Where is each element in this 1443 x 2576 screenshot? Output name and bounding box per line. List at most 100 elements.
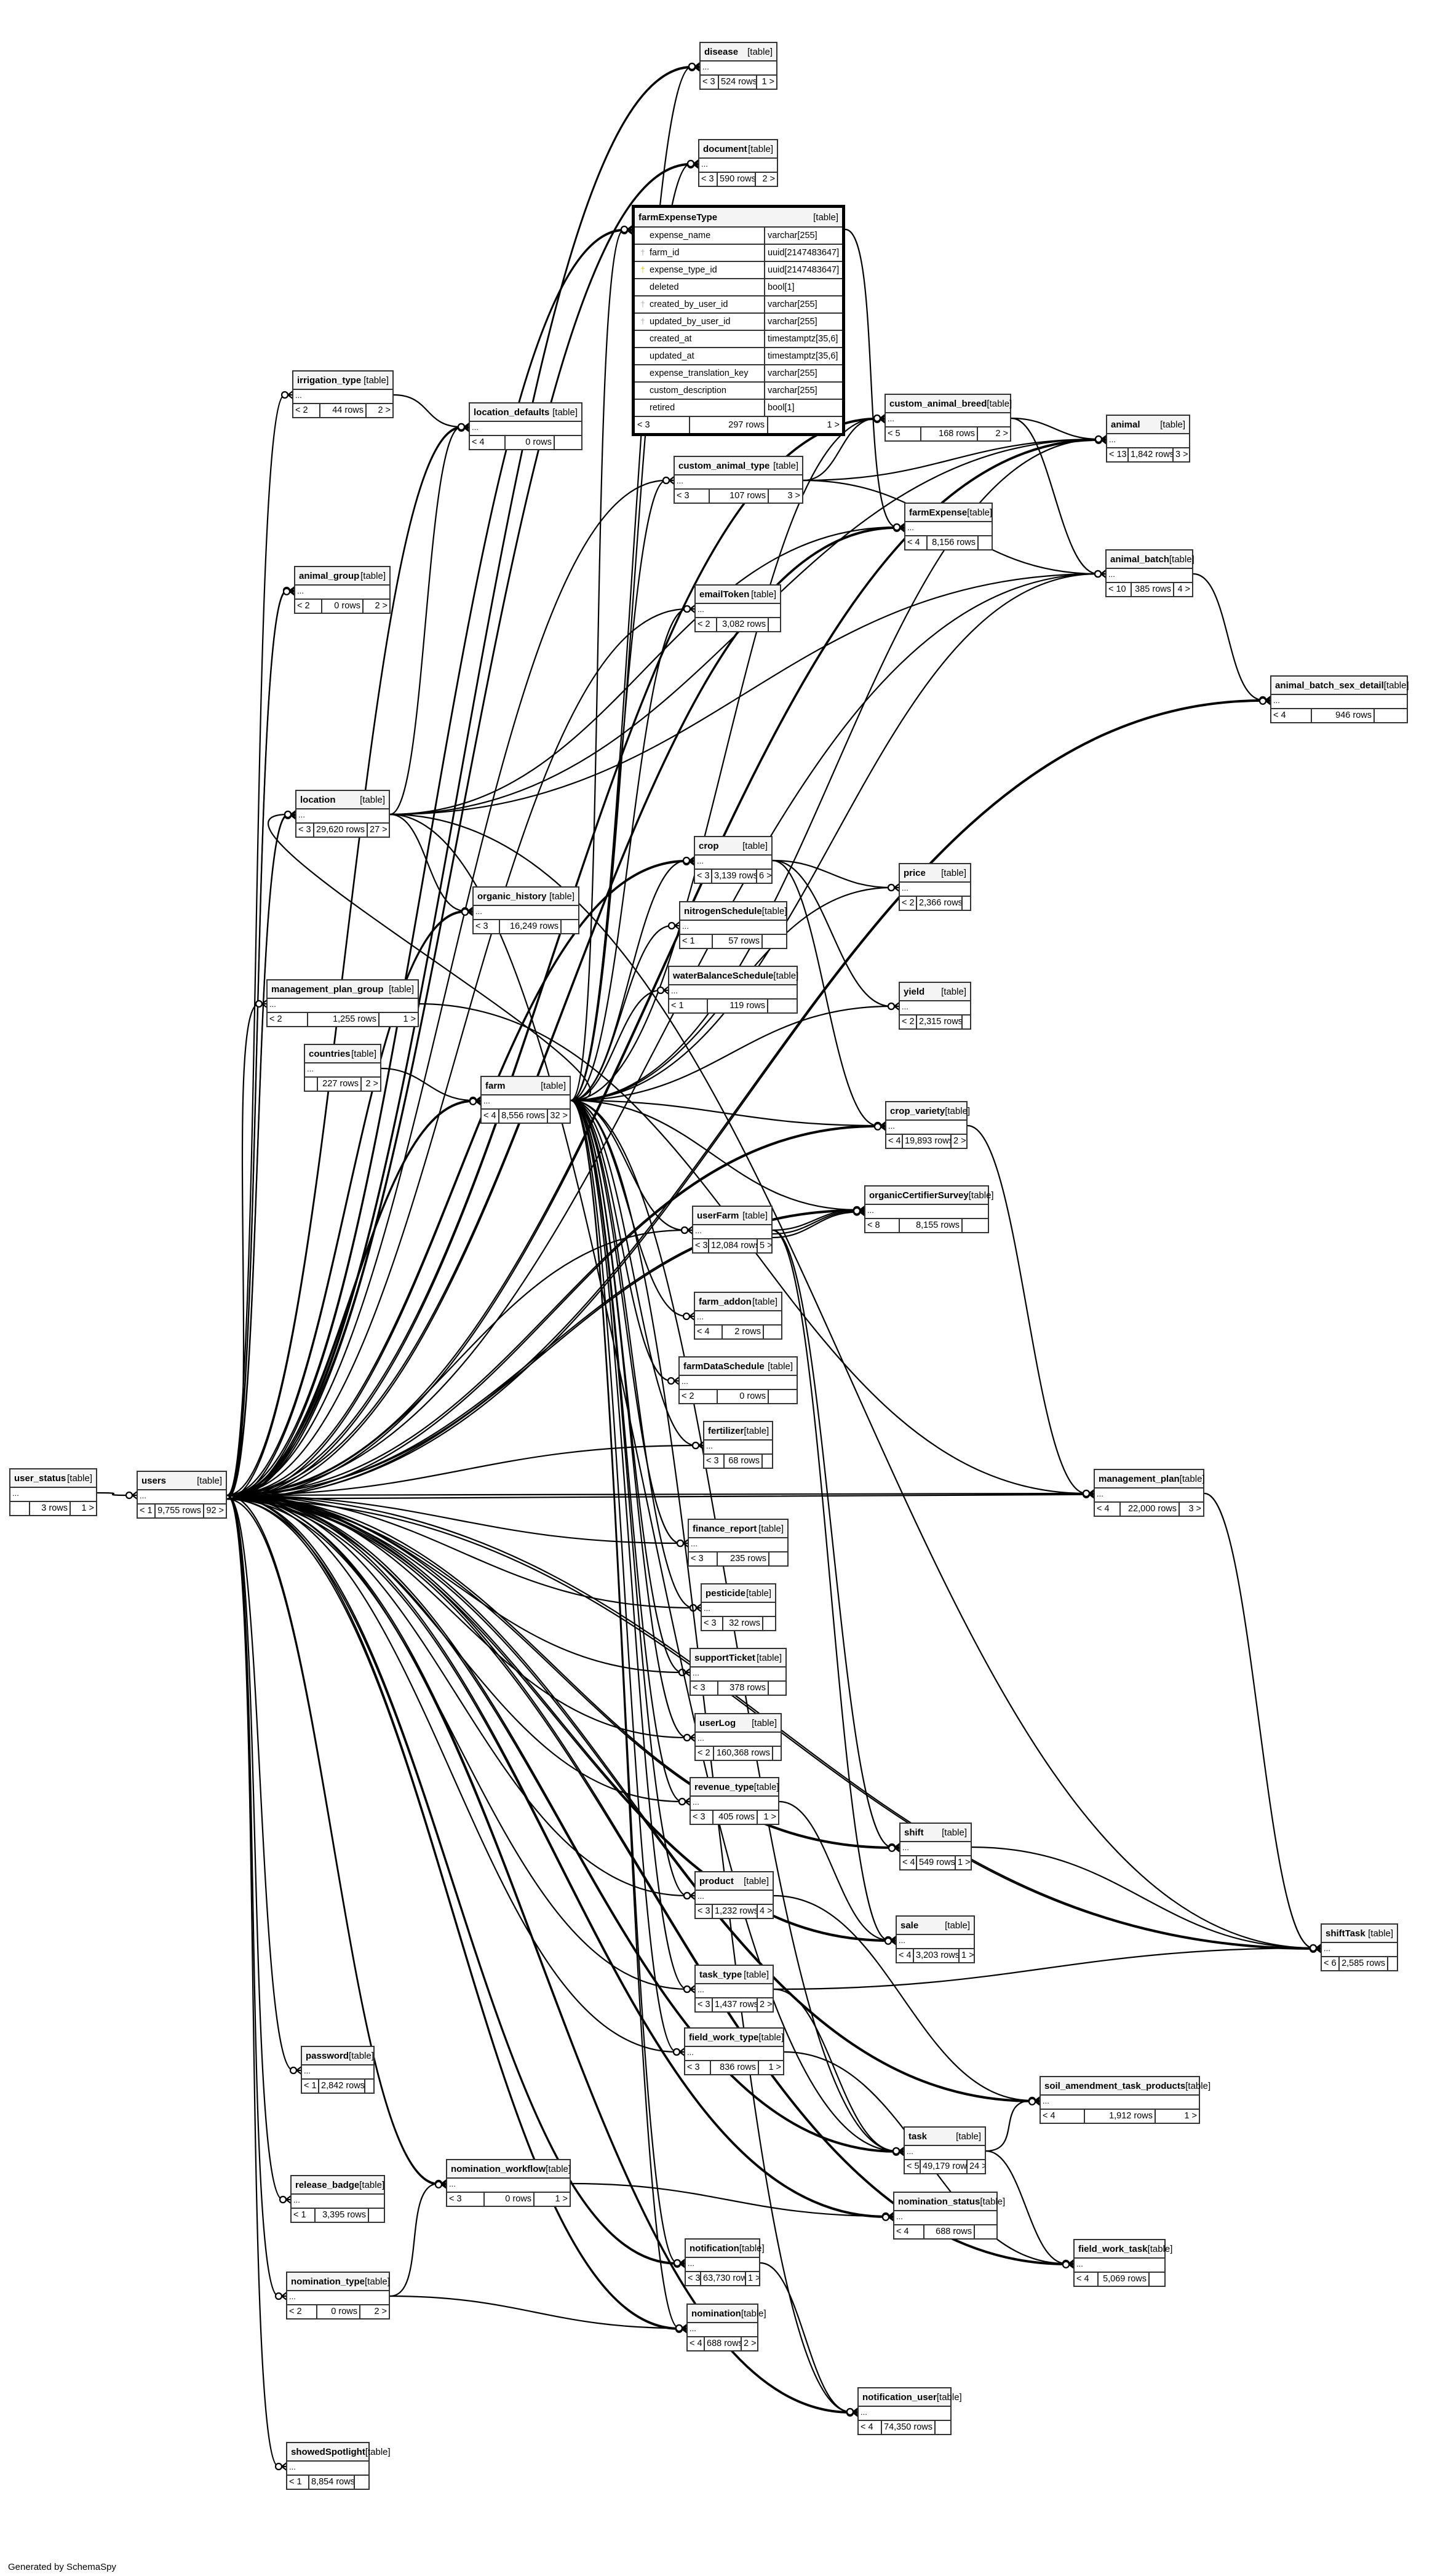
parent-count[interactable]: < 1 [287, 2476, 309, 2489]
child-count[interactable]: 1 > [827, 420, 840, 430]
child-count[interactable]: 1 > [81, 1503, 94, 1513]
parent-count[interactable]: < 2 [268, 1013, 308, 1026]
parent-count[interactable]: < 4 [859, 2421, 882, 2434]
parent-count[interactable]: < 3 [691, 1811, 714, 1824]
parent-count[interactable]: < 2 [696, 1747, 714, 1760]
parent-count[interactable]: < 4 [1095, 1503, 1121, 1516]
child-count[interactable] [769, 1390, 797, 1403]
parent-count[interactable]: < 1 [138, 1505, 156, 1517]
parent-count[interactable]: < 2 [900, 897, 917, 910]
child-count[interactable] [764, 1326, 781, 1338]
parent-count[interactable] [305, 1078, 318, 1091]
child-count[interactable]: 24 > [969, 2161, 985, 2171]
child-count[interactable] [975, 2225, 996, 2238]
parent-count[interactable]: < 3 [686, 2272, 701, 2285]
child-count[interactable] [763, 1617, 775, 1630]
parent-count[interactable]: < 3 [685, 2061, 711, 2074]
parent-count[interactable]: < 3 [447, 2193, 485, 2206]
child-count[interactable] [773, 1747, 781, 1760]
parent-count[interactable]: < 5 [905, 2160, 921, 2173]
child-count[interactable]: 2 > [995, 429, 1008, 439]
child-count[interactable]: 1 > [1184, 2111, 1197, 2121]
child-count[interactable] [769, 1552, 787, 1565]
child-count[interactable]: 5 > [760, 1241, 771, 1250]
parent-count[interactable]: < 2 [295, 600, 322, 613]
child-count[interactable] [768, 1000, 797, 1012]
child-count[interactable]: 1 > [748, 2273, 759, 2283]
parent-count[interactable]: < 2 [900, 1016, 917, 1028]
child-count[interactable]: 1 > [768, 2062, 781, 2072]
parent-count[interactable]: < 3 [699, 173, 718, 186]
child-count[interactable]: 6 > [759, 871, 771, 881]
parent-count[interactable] [10, 1502, 30, 1515]
parent-count[interactable]: < 4 [482, 1110, 499, 1123]
parent-count[interactable]: < 2 [680, 1390, 718, 1403]
parent-count[interactable]: < 4 [1075, 2273, 1099, 2286]
child-count[interactable]: 2 > [374, 2307, 387, 2316]
parent-count[interactable]: < 3 [701, 76, 719, 89]
child-count[interactable] [979, 536, 992, 549]
child-count[interactable] [555, 436, 581, 449]
child-count[interactable]: 1 > [958, 1858, 971, 1867]
parent-count[interactable]: < 1 [669, 1000, 708, 1012]
child-count[interactable]: 1 > [763, 1812, 776, 1822]
child-count[interactable] [355, 2476, 368, 2489]
child-count[interactable]: 2 > [365, 1079, 378, 1089]
child-count[interactable] [763, 935, 786, 948]
child-count[interactable] [763, 1455, 772, 1468]
child-count[interactable]: 1 > [961, 1950, 974, 1960]
parent-count[interactable]: < 4 [897, 1949, 914, 1962]
child-count[interactable]: 1 > [403, 1014, 416, 1024]
child-count[interactable]: 92 > [206, 1506, 224, 1516]
child-count[interactable]: 2 > [953, 1136, 966, 1146]
parent-count[interactable]: < 3 [689, 1552, 718, 1565]
parent-count[interactable]: < 3 [702, 1617, 723, 1630]
child-count[interactable]: 2 > [744, 2339, 757, 2348]
parent-count[interactable]: < 4 [1041, 2110, 1085, 2123]
parent-count[interactable]: < 6 [1322, 1957, 1340, 1970]
parent-count[interactable]: < 3 [704, 1455, 725, 1468]
parent-count[interactable]: < 4 [905, 536, 928, 549]
child-count[interactable]: 4 > [1177, 584, 1190, 594]
child-count[interactable] [369, 2209, 384, 2222]
